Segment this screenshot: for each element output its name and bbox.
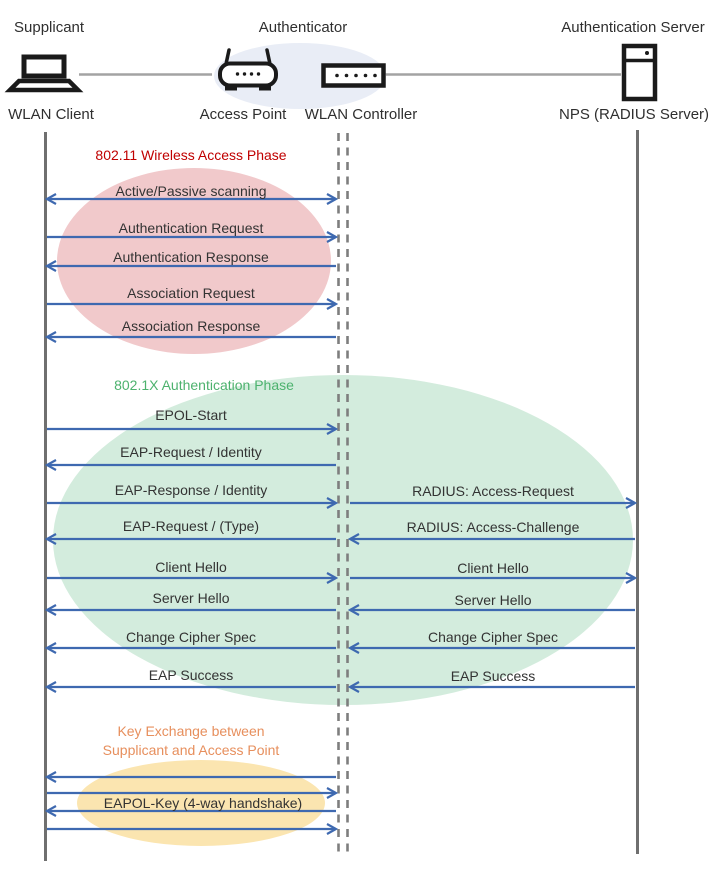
client-ap-arrows [47, 199, 336, 829]
message-label-active-passive-scanning: Active/Passive scanning [115, 183, 267, 199]
message-label-association-request: Association Request [127, 285, 255, 301]
message-label-authentication-response: Authentication Response [113, 249, 269, 265]
phase1-ellipse [57, 168, 331, 354]
access-point-icon [218, 48, 278, 91]
message-label-eap-request-type: EAP-Request / (Type) [122, 518, 260, 534]
lifelines [44, 130, 639, 861]
device-label-wlan-client: WLAN Client [8, 106, 94, 123]
server-icon [621, 43, 658, 102]
laptop-icon [4, 54, 84, 93]
phase1-title: 802.11 Wireless Access Phase [95, 147, 287, 163]
message-label-authentication-request: Authentication Request [118, 220, 264, 236]
message-label-epol-start: EPOL-Start [155, 407, 227, 423]
message-label-change-cipher-spec-left: Change Cipher Spec [126, 629, 256, 645]
message-label-eap-success-left: EAP Success [148, 667, 234, 683]
message-label-server-hello-right: Server Hello [454, 592, 532, 608]
ap-server-arrows [350, 503, 635, 687]
role-authenticator: Authenticator [258, 19, 348, 36]
message-label-client-hello-left: Client Hello [155, 559, 227, 575]
device-label-wlan-controller: WLAN Controller [304, 106, 418, 123]
phase3-ellipse [77, 760, 325, 846]
role-authentication-server: Authentication Server [561, 19, 705, 36]
message-label-server-hello-left: Server Hello [152, 590, 230, 606]
message-label-eap-success-right: EAP Success [450, 668, 536, 684]
message-label-eap-request-identity: EAP-Request / Identity [120, 444, 262, 460]
phase2-title: 802.1X Authentication Phase [114, 377, 294, 393]
message-label-association-response: Association Response [121, 318, 261, 334]
authenticator-group-ellipse [214, 43, 386, 109]
device-label-access-point: Access Point [199, 106, 287, 123]
phase2-ellipse [53, 375, 633, 705]
message-label-client-hello-right: Client Hello [457, 560, 529, 576]
device-label-nps-radius-server: NPS (RADIUS Server) [559, 106, 710, 123]
phase3-title-line1: Key Exchange between [117, 723, 265, 739]
role-supplicant: Supplicant [14, 19, 85, 36]
message-label-radius-access-challenge: RADIUS: Access-Challenge [406, 519, 580, 535]
message-label-change-cipher-spec-right: Change Cipher Spec [428, 629, 558, 645]
message-label-eap-response-identity: EAP-Response / Identity [114, 482, 268, 498]
message-label-eapol-key: EAPOL-Key (4-way handshake) [103, 795, 303, 811]
wlan-controller-icon [321, 63, 386, 88]
phase3-title-line2: Supplicant and Access Point [102, 742, 280, 758]
message-label-radius-access-request: RADIUS: Access-Request [412, 483, 574, 499]
